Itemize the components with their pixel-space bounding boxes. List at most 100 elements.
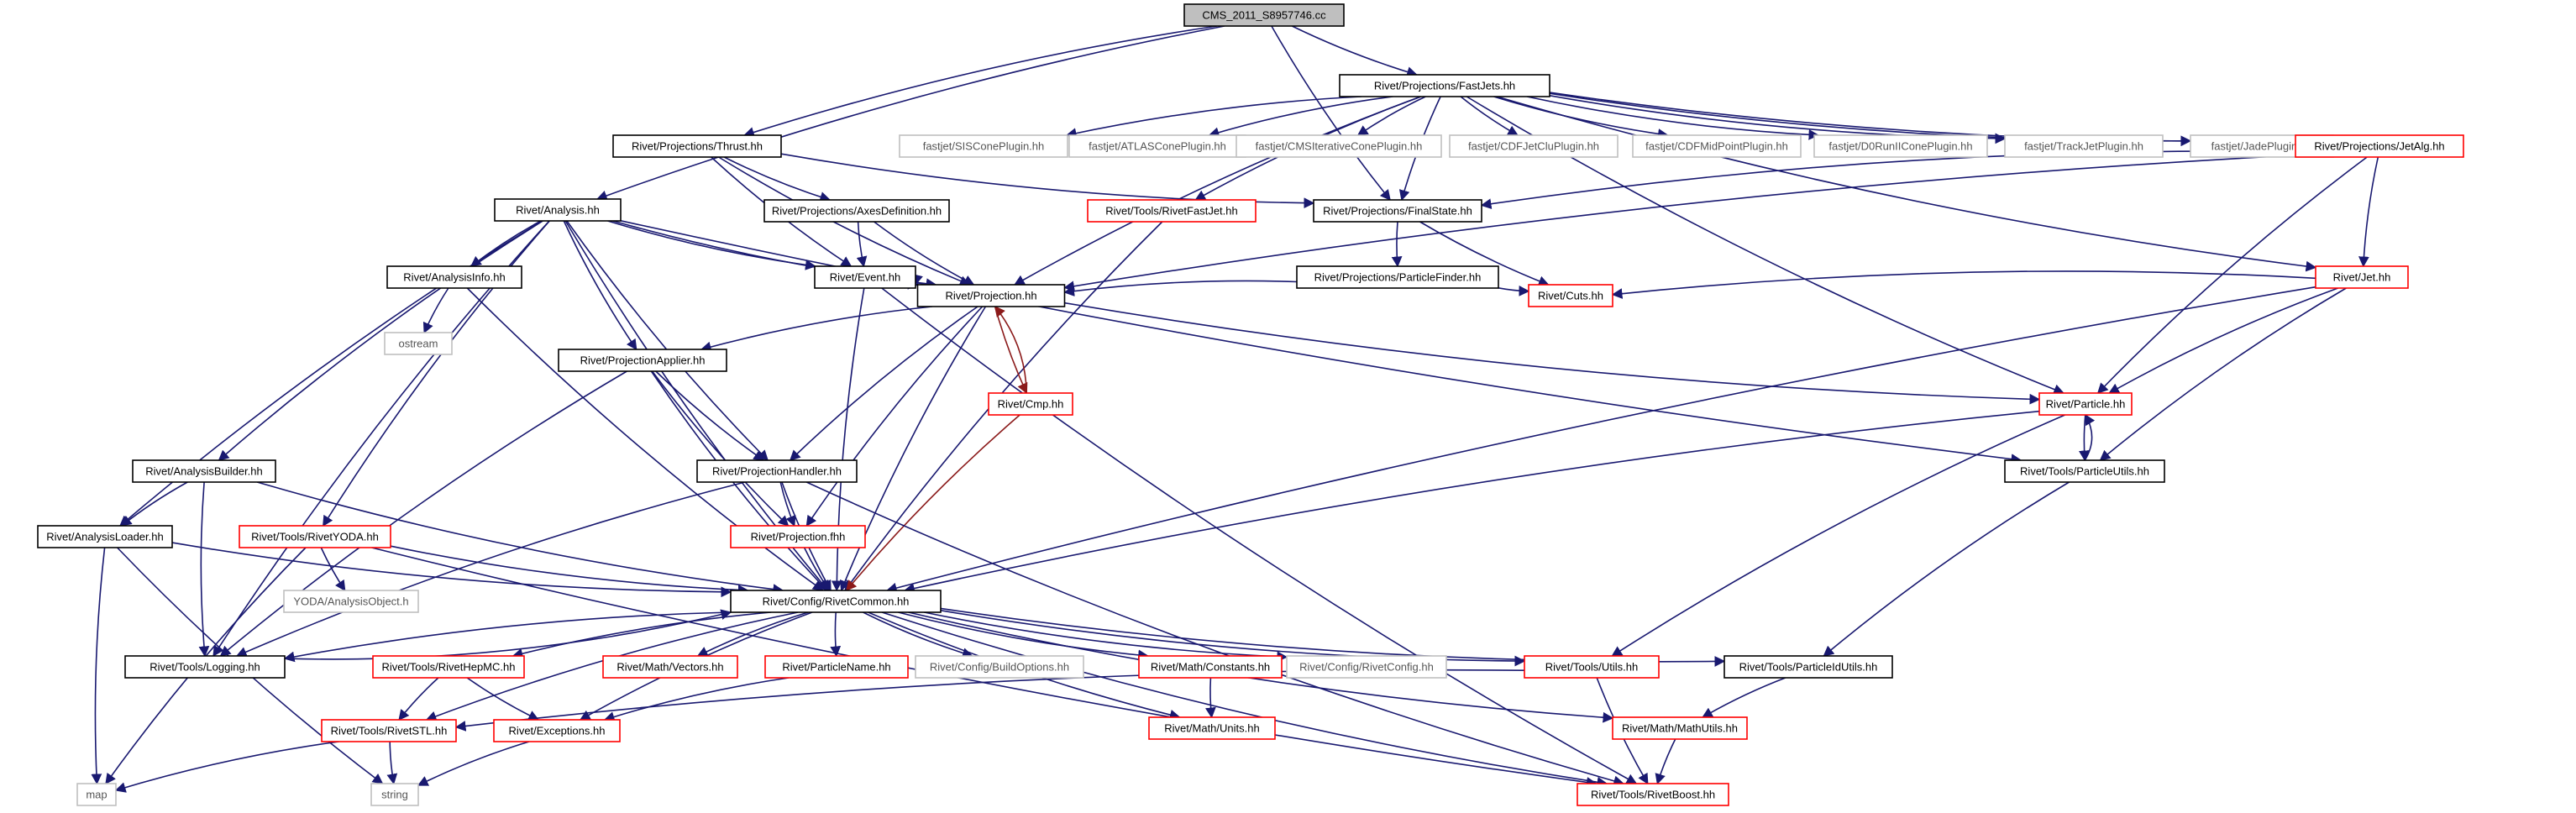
node-label-axesdef: Rivet/Projections/AxesDefinition.hh	[772, 205, 942, 218]
edge-analysisloader-to-rivetcommon	[171, 542, 732, 598]
node-box-atlascone	[1068, 134, 1246, 158]
node-thrust[interactable]: Rivet/Projections/Thrust.hh	[612, 134, 782, 158]
node-box-analysisloader	[37, 525, 173, 548]
edge-analysis-to-rivetyoda	[323, 220, 550, 527]
node-box-cmp	[988, 392, 1073, 416]
node-projapplier[interactable]: Rivet/ProjectionApplier.hh	[558, 349, 727, 372]
node-constants[interactable]: Rivet/Math/Constants.hh	[1138, 655, 1283, 679]
edge-analysisinfo-to-rivetcommon	[466, 287, 824, 591]
edge-constants-to-units	[1205, 677, 1216, 719]
node-exceptions[interactable]: Rivet/Exceptions.hh	[493, 719, 621, 742]
node-box-d0run	[1813, 134, 1988, 158]
node-units[interactable]: Rivet/Math/Units.hh	[1148, 716, 1276, 740]
edge-projection-to-rivetcommon	[840, 306, 987, 592]
edge-fastjets-to-d0run	[1526, 96, 1820, 140]
node-mathutils[interactable]: Rivet/Math/MathUtils.hh	[1612, 716, 1748, 740]
edge-fastjets-to-cdfmid	[1493, 96, 1669, 139]
node-box-projfhh	[730, 525, 866, 548]
node-label-logging: Rivet/Tools/Logging.hh	[150, 661, 260, 674]
node-rivetfastjet[interactable]: Rivet/Tools/RivetFastJet.hh	[1087, 199, 1257, 223]
edge-projhandler-to-projfhh	[779, 481, 796, 527]
node-logging[interactable]: Rivet/Tools/Logging.hh	[124, 655, 286, 679]
node-box-rivethepmc	[372, 655, 525, 679]
node-cuts[interactable]: Rivet/Cuts.hh	[1528, 284, 1613, 307]
node-projhandler[interactable]: Rivet/ProjectionHandler.hh	[696, 459, 858, 483]
node-rivethepmc[interactable]: Rivet/Tools/RivetHepMC.hh	[372, 655, 525, 679]
node-box-constants	[1138, 655, 1283, 679]
node-label-exceptions: Rivet/Exceptions.hh	[509, 725, 606, 737]
node-particlefinder[interactable]: Rivet/Projections/ParticleFinder.hh	[1296, 265, 1499, 289]
edge-jetalg-to-finalstate	[1480, 150, 2296, 210]
node-box-rivetyoda	[239, 525, 391, 548]
edge-mathutils-to-rivetboost	[1655, 738, 1676, 785]
node-label-siscone: fastjet/SISConePlugin.hh	[923, 140, 1045, 153]
node-label-atlascone: fastjet/ATLASConePlugin.hh	[1089, 140, 1226, 153]
node-label-fastjets: Rivet/Projections/FastJets.hh	[1374, 80, 1515, 92]
node-box-vectors	[602, 655, 738, 679]
edge-jet-to-particleutils	[2099, 287, 2347, 461]
node-label-rivetcommon: Rivet/Config/RivetCommon.hh	[763, 595, 910, 608]
node-root: CMS_2011_S8957746.cc	[1183, 3, 1345, 27]
node-fastjets[interactable]: Rivet/Projections/FastJets.hh	[1339, 74, 1550, 97]
edge-exceptions-to-string	[417, 741, 530, 786]
node-finalstate[interactable]: Rivet/Projections/FinalState.hh	[1313, 199, 1482, 223]
edge-jetalg-to-jet	[2358, 156, 2379, 268]
node-rivetyoda[interactable]: Rivet/Tools/RivetYODA.hh	[239, 525, 391, 548]
edge-projapplier-to-projfhh	[651, 370, 790, 527]
edge-rivetcommon-to-logging	[283, 611, 732, 663]
edge-rivetcommon-to-buildoptions	[863, 611, 973, 658]
node-particlename[interactable]: Rivet/ParticleName.hh	[764, 655, 909, 679]
node-event[interactable]: Rivet/Event.hh	[814, 265, 916, 289]
node-analysis[interactable]: Rivet/Analysis.hh	[494, 198, 622, 222]
edge-fastjets-to-jet	[1497, 96, 2317, 272]
edge-analysisbuilder-to-logging	[198, 481, 210, 658]
node-analysisloader[interactable]: Rivet/AnalysisLoader.hh	[37, 525, 173, 548]
node-projfhh[interactable]: Rivet/Projection.fhh	[730, 525, 866, 548]
node-trackjet: fastjet/TrackJetPlugin.hh	[2004, 134, 2164, 158]
node-rivetconfig: Rivet/Config/RivetConfig.hh	[1286, 655, 1447, 679]
edge-particleutils-to-particle	[2084, 413, 2096, 461]
node-axesdef[interactable]: Rivet/Projections/AxesDefinition.hh	[763, 199, 950, 223]
edge-fastjets-to-jetalg	[1549, 92, 2297, 147]
node-particleidutils[interactable]: Rivet/Tools/ParticleIdUtils.hh	[1723, 655, 1893, 679]
node-label-thrust: Rivet/Projections/Thrust.hh	[632, 140, 763, 153]
node-particle[interactable]: Rivet/Particle.hh	[2038, 392, 2133, 416]
node-box-logging	[124, 655, 286, 679]
node-label-map: map	[86, 789, 107, 801]
node-box-particleidutils	[1723, 655, 1893, 679]
node-atlascone: fastjet/ATLASConePlugin.hh	[1068, 134, 1246, 158]
node-particleutils[interactable]: Rivet/Tools/ParticleUtils.hh	[2004, 459, 2165, 483]
edge-rivetstl-to-map	[114, 741, 339, 793]
edge-jet-to-rivetcommon	[885, 286, 2316, 594]
node-rivetboost[interactable]: Rivet/Tools/RivetBoost.hh	[1577, 783, 1729, 806]
node-utils[interactable]: Rivet/Tools/Utils.hh	[1524, 655, 1660, 679]
node-box-ostream	[384, 332, 453, 355]
node-map: map	[76, 783, 117, 806]
edge-event-to-rivetboost	[881, 287, 1638, 784]
node-label-particlename: Rivet/ParticleName.hh	[782, 661, 890, 674]
node-cmp[interactable]: Rivet/Cmp.hh	[988, 392, 1073, 416]
node-jet[interactable]: Rivet/Jet.hh	[2315, 265, 2409, 289]
edge-projapplier-to-projhandler	[655, 370, 765, 461]
node-label-yodaobj: YODA/AnalysisObject.h	[293, 595, 408, 608]
node-label-units: Rivet/Math/Units.hh	[1164, 722, 1259, 735]
node-rivetcommon[interactable]: Rivet/Config/RivetCommon.hh	[730, 590, 942, 613]
node-label-cuts: Rivet/Cuts.hh	[1538, 290, 1603, 302]
node-label-vectors: Rivet/Math/Vectors.hh	[616, 661, 723, 674]
node-label-projection: Rivet/Projection.hh	[945, 290, 1036, 302]
edge-fastjets-to-atlascone	[1208, 96, 1393, 138]
node-projection[interactable]: Rivet/Projection.hh	[916, 284, 1066, 307]
node-d0run: fastjet/D0RunIIConePlugin.hh	[1813, 134, 1988, 158]
node-rivetstl[interactable]: Rivet/Tools/RivetSTL.hh	[321, 719, 457, 742]
edge-cmp-to-projection	[994, 305, 1028, 394]
edge-analysisinfo-to-ostream	[422, 287, 449, 334]
node-jetalg[interactable]: Rivet/Projections/JetAlg.hh	[2295, 134, 2464, 158]
node-box-particleutils	[2004, 459, 2165, 483]
node-analysisinfo[interactable]: Rivet/AnalysisInfo.hh	[386, 265, 522, 289]
node-vectors[interactable]: Rivet/Math/Vectors.hh	[602, 655, 738, 679]
edge-utils-to-rivetstl	[454, 669, 1525, 732]
edge-jetalg-to-particle	[2096, 156, 2368, 394]
edge-projapplier-to-logging	[219, 370, 627, 657]
node-buildoptions: Rivet/Config/BuildOptions.hh	[915, 655, 1084, 679]
node-analysisbuilder[interactable]: Rivet/AnalysisBuilder.hh	[132, 459, 276, 483]
